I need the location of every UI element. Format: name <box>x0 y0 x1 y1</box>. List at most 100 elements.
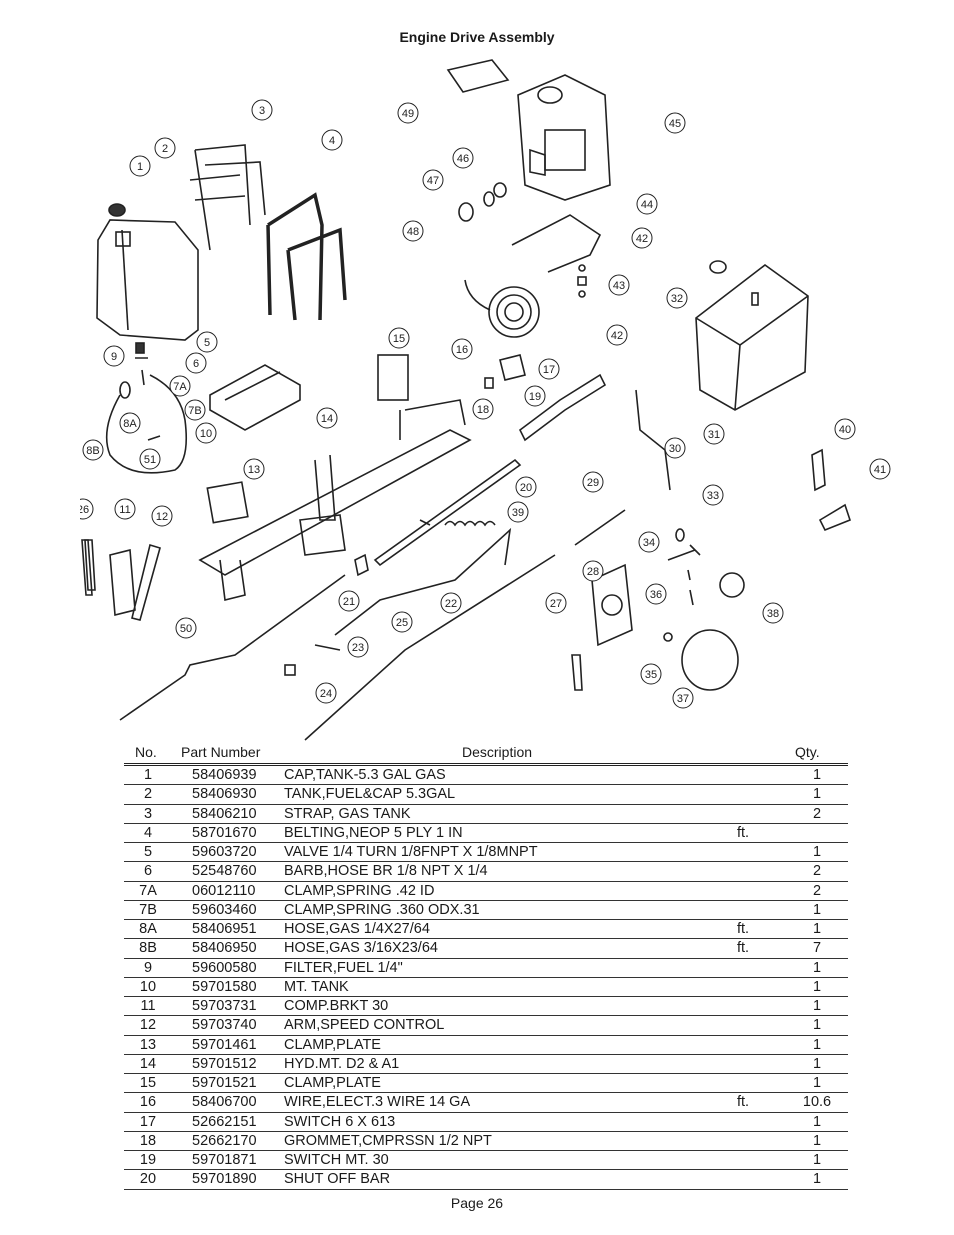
cell-no: 8A <box>139 921 157 937</box>
engine-plate-shape <box>511 214 602 273</box>
callout-2: 2 <box>154 137 176 159</box>
callout-5: 5 <box>196 331 218 353</box>
callout-38: 38 <box>762 602 784 624</box>
callout-13: 13 <box>243 458 265 480</box>
cell-part-number: 59600580 <box>192 959 257 976</box>
cell-qty: 1 <box>812 998 822 1014</box>
svg-text:7B: 7B <box>188 405 201 417</box>
callout-22: 22 <box>440 592 462 614</box>
bracket-arm-shape <box>84 539 161 621</box>
svg-text:14: 14 <box>321 413 333 425</box>
cell-qty: 1 <box>812 978 822 995</box>
svg-text:47: 47 <box>427 175 439 187</box>
callout-51: 51 <box>139 448 161 470</box>
cell-description: HOSE,GAS 1/4X27/64 <box>284 921 430 937</box>
cell-no: 20 <box>139 1171 157 1188</box>
exploded-parts-diagram: 1 2 3 4 5 6 7A 7B 8A 8B 9 10 11 12 13 14… <box>80 59 891 741</box>
cell-no: 8B <box>139 940 157 957</box>
cell-no: 10 <box>139 978 157 995</box>
cell-description: BELTING,NEOP 5 PLY 1 IN <box>284 824 463 841</box>
svg-text:29: 29 <box>587 477 599 489</box>
mount-tank-shape <box>209 364 301 431</box>
svg-text:36: 36 <box>650 589 662 601</box>
cell-no: 18 <box>139 1132 157 1149</box>
rod-29-shape <box>574 509 626 546</box>
cell-part-number: 58406951 <box>192 921 257 937</box>
svg-text:8A: 8A <box>123 418 137 430</box>
callout-34: 34 <box>638 531 660 553</box>
washer-2-shape <box>578 290 586 298</box>
spring-shape <box>444 520 496 527</box>
cell-no: 11 <box>140 998 156 1014</box>
callout-3: 3 <box>251 99 273 121</box>
page-title: Engine Drive Assembly <box>399 29 555 45</box>
callout-49: 49 <box>397 102 419 124</box>
cell-no: 15 <box>139 1075 157 1091</box>
cell-no: 19 <box>139 1152 157 1168</box>
cell-description: CLAMP,SPRING .42 ID <box>284 882 435 899</box>
cell-description: MT. TANK <box>284 978 349 995</box>
fuel-tank-shape <box>96 203 199 341</box>
cell-qty: 1 <box>812 786 822 803</box>
bracket-26-shape <box>81 539 93 596</box>
header-part-number: Part Number <box>181 744 261 760</box>
callout-31: 31 <box>703 423 725 445</box>
cell-qty: 1 <box>812 1152 822 1168</box>
callout-42-top: 42 <box>631 227 653 249</box>
callout-7b: 7B <box>184 399 206 421</box>
svg-text:21: 21 <box>343 596 355 608</box>
svg-text:4: 4 <box>329 135 335 147</box>
svg-text:6: 6 <box>193 358 199 370</box>
callout-50: 50 <box>175 617 197 639</box>
cell-no: 9 <box>143 959 153 976</box>
cell-part-number: 59701512 <box>192 1055 257 1072</box>
callout-14: 14 <box>316 407 338 429</box>
svg-text:3: 3 <box>259 105 265 117</box>
callout-12: 12 <box>151 505 173 527</box>
cell-description: HOSE,GAS 3/16X23/64 <box>284 940 438 957</box>
callout-26: 26 <box>80 498 94 520</box>
callout-35: 35 <box>640 663 662 685</box>
header-description: Description <box>462 744 533 760</box>
cell-no: 2 <box>143 786 153 803</box>
cell-qty: 2 <box>812 805 822 822</box>
bracket-40-shape <box>811 448 826 492</box>
svg-text:33: 33 <box>707 490 719 502</box>
svg-text:30: 30 <box>669 443 681 455</box>
svg-text:11: 11 <box>119 504 130 516</box>
svg-text:16: 16 <box>456 344 468 356</box>
cell-part-number: 58406210 <box>192 805 257 822</box>
cell-no: 1 <box>143 767 153 783</box>
callout-4: 4 <box>321 129 343 151</box>
svg-text:18: 18 <box>477 404 489 416</box>
pulley-46-shape <box>493 182 507 198</box>
header-qty: Qty. <box>795 744 820 760</box>
callout-48: 48 <box>402 220 424 242</box>
hydraulic-tank-shape <box>695 260 809 411</box>
cell-part-number: 59701521 <box>192 1075 257 1091</box>
callout-15: 15 <box>388 327 410 349</box>
callout-46: 46 <box>452 147 474 169</box>
cell-description: STRAP, GAS TANK <box>284 805 411 822</box>
cell-no: 4 <box>143 824 153 841</box>
svg-text:27: 27 <box>550 598 562 610</box>
svg-text:51: 51 <box>144 454 156 466</box>
callout-33: 33 <box>702 484 724 506</box>
cell-part-number: 59603720 <box>192 844 257 860</box>
cell-unit: ft. <box>737 921 750 937</box>
cell-no: 12 <box>139 1017 157 1034</box>
callout-21: 21 <box>338 590 360 612</box>
cell-qty: 2 <box>812 863 822 880</box>
cell-no: 7A <box>139 882 157 899</box>
svg-text:25: 25 <box>396 617 408 629</box>
belt-cover-shape <box>446 59 510 93</box>
